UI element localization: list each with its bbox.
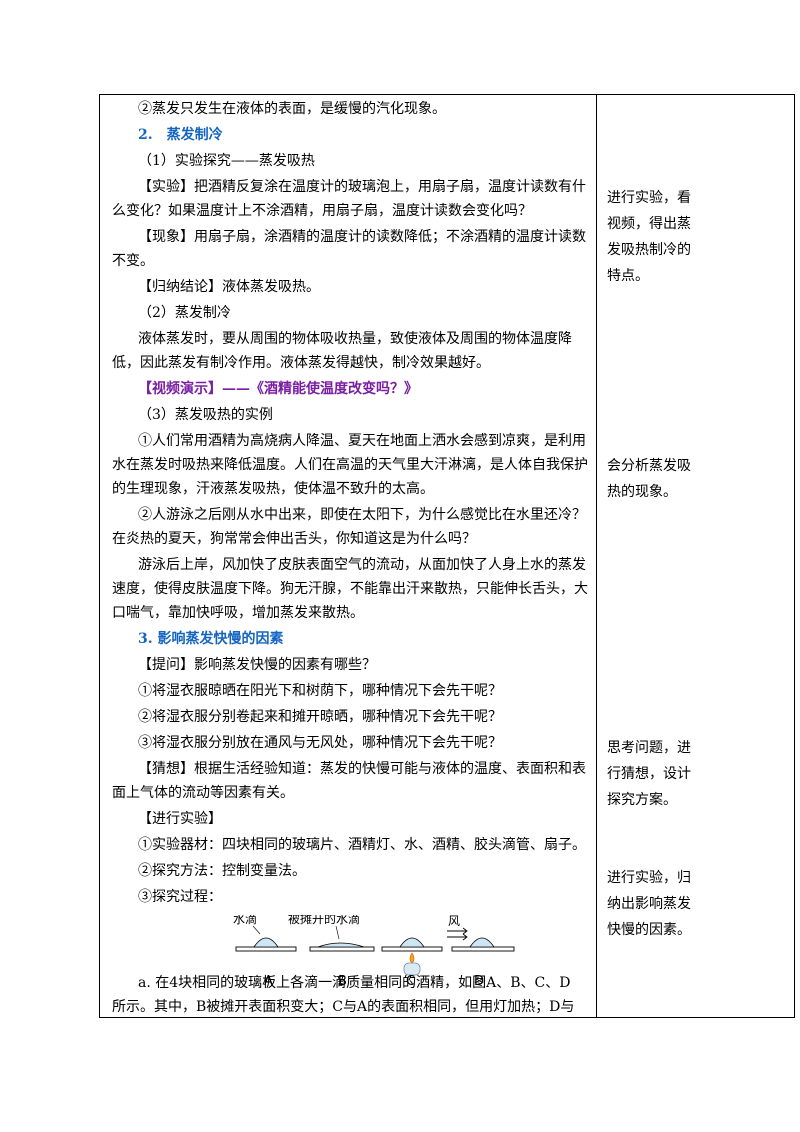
text-line: ①实验器材：四块相同的玻璃片、酒精灯、水、酒精、胶头滴管、扇子。 [138,837,586,853]
text-line: 游泳后上岸，风加快了皮肤表面空气的流动，从面加快了人身上水的蒸发 [138,557,586,573]
glass-plate-d [451,946,515,952]
glass-plate-b [309,946,375,952]
lesson-table: ②蒸发只发生在液体的表面，是缓慢的汽化现象。 2. 蒸发制冷 （1）实验探究——… [99,94,795,1018]
text-line: 口喘气，靠加快呼吸，增加蒸发来散热。 [112,605,364,621]
subheading: （3）蒸发吸热的实例 [138,407,273,423]
text-line: 的生理现象，汗液蒸发吸热，使体温不致升的太高。 [112,481,434,497]
text-line: 速度，使得皮肤温度下降。狗无汗腺，不能靠出汗来散热，只能伸长舌头，大 [112,581,588,597]
text-line: ①人们常用酒精为高烧病人降温、夏天在地面上洒水会感到凉爽，是利用 [138,433,586,449]
content-column: ②蒸发只发生在液体的表面，是缓慢的汽化现象。 2. 蒸发制冷 （1）实验探究——… [100,95,596,1017]
section-heading-3: 3. 影响蒸发快慢的因素 [138,631,284,647]
drop-b [317,942,365,948]
text-line: ②蒸发只发生在液体的表面，是缓慢的汽化现象。 [138,101,446,117]
text-line: 【现象】用扇子扇，涂酒精的温度计的读数降低；不涂酒精的温度计读数 [138,229,586,245]
side-note-line: 热的现象。 [607,484,677,500]
flame-icon [409,952,415,964]
video-demo-link[interactable]: 【视频演示】——《酒精能使温度改变吗？》 [138,381,418,397]
text-line: 所示。其中，B被摊开表面积变大；C与A的表面积相同，但用灯加热；D与 [112,999,575,1015]
subheading: （1）实验探究——蒸发吸热 [138,153,315,169]
drop-d [469,937,495,948]
label-spread-drop: 被摊开的水滴 [288,915,360,926]
text-line: 液体蒸发时，要从周围的物体吸收热量，致使液体及周围的物体温度降 [138,331,572,347]
subheading: （2）蒸发制冷 [138,305,231,321]
side-note-line: 纳出影响蒸发 [607,896,691,912]
side-note-4: 进行实验，归 纳出影响蒸发 快慢的因素。 [607,865,699,943]
text-line: 水在蒸发时吸热来降低温度。人们在高温的天气里大汗淋漓，是人体自我保护 [112,457,588,473]
text-line: ③探究过程： [138,889,222,905]
label-wind: 风 [448,915,460,928]
side-note-line: 探究方案。 [607,792,677,808]
text-line: ②人游泳之后刚从水中出来，即使在太阳下，为什么感觉比在水里还冷？ [138,507,586,523]
side-note-line: 快慢的因素。 [607,922,691,938]
column-divider [596,95,597,1017]
side-note-line: 进行实验，看 [607,190,691,206]
text-line: 低，因此蒸发有制冷作用。液体蒸发得越快，制冷效果越好。 [112,355,490,371]
text-line: a. 在4块相同的玻璃板上各滴一滴质量相同的酒精，如图A、B、C、D [138,975,571,991]
drop-a [253,937,279,948]
section-heading-2: 2. 蒸发制冷 [138,127,223,143]
text-line: 面上气体的流动等因素有关。 [112,785,294,801]
side-note-3: 思考问题，进 行猜想，设计 探究方案。 [607,735,699,813]
text-line: 【猜想】根据生活经验知道：蒸发的快慢可能与液体的温度、表面积和表 [138,761,586,777]
side-note-2: 会分析蒸发吸 热的现象。 [607,453,699,505]
text-line: ②将湿衣服分别卷起来和摊开晾晒，哪种情况下会先干呢？ [138,709,502,725]
text-line: ②探究方法：控制变量法。 [138,863,306,879]
side-note-line: 思考问题，进 [607,740,691,756]
text-line: 在炎热的夏天，狗常常会伸出舌头，你知道这是为什么吗？ [112,531,476,547]
figure-label-a: A [264,974,273,989]
text-line: ①将湿衣服晾晒在阳光下和树荫下，哪种情况下会先干呢？ [138,683,502,699]
text-line: 【归纳结论】液体蒸发吸热。 [138,279,320,295]
side-note-1: 进行实验，看 视频，得出蒸 发吸热制冷的 特点。 [607,185,699,289]
label-water-drop: 水滴 [233,915,257,926]
glass-plate-a [235,946,297,952]
text-line: 么变化？如果温度计上不涂酒精，用扇子扇，温度计读数会变化吗？ [112,203,532,219]
figure-label-b: B [338,974,347,989]
text-line: 不变。 [112,253,154,269]
notes-column: 进行实验，看 视频，得出蒸 发吸热制冷的 特点。 会分析蒸发吸 热的现象。 思考… [597,95,794,1017]
text-line: 【进行实验】 [138,811,222,827]
side-note-line: 视频，得出蒸 [607,216,691,232]
experiment-figure: 水滴 被摊开的水滴 风 A B C D [233,915,515,989]
side-note-line: 进行实验，归 [607,870,691,886]
drop-c [399,937,425,948]
side-note-line: 会分析蒸发吸 [607,458,691,474]
text-line: 【实验】把酒精反复涂在温度计的玻璃泡上，用扇子扇，温度计读数有什 [138,179,586,195]
text-line: ③将湿衣服分别放在通风与无风处，哪种情况下会先干呢？ [138,735,502,751]
side-note-line: 发吸热制冷的 [607,242,691,258]
side-note-line: 特点。 [607,268,649,284]
figure-label-c: C [406,974,415,989]
figure-label-d: D [474,974,484,989]
text-line: 【提问】影响蒸发快慢的因素有哪些？ [138,657,376,673]
side-note-line: 行猜想，设计 [607,766,691,782]
alcohol-lamp-icon [403,962,421,976]
glass-plate-c [381,946,443,952]
